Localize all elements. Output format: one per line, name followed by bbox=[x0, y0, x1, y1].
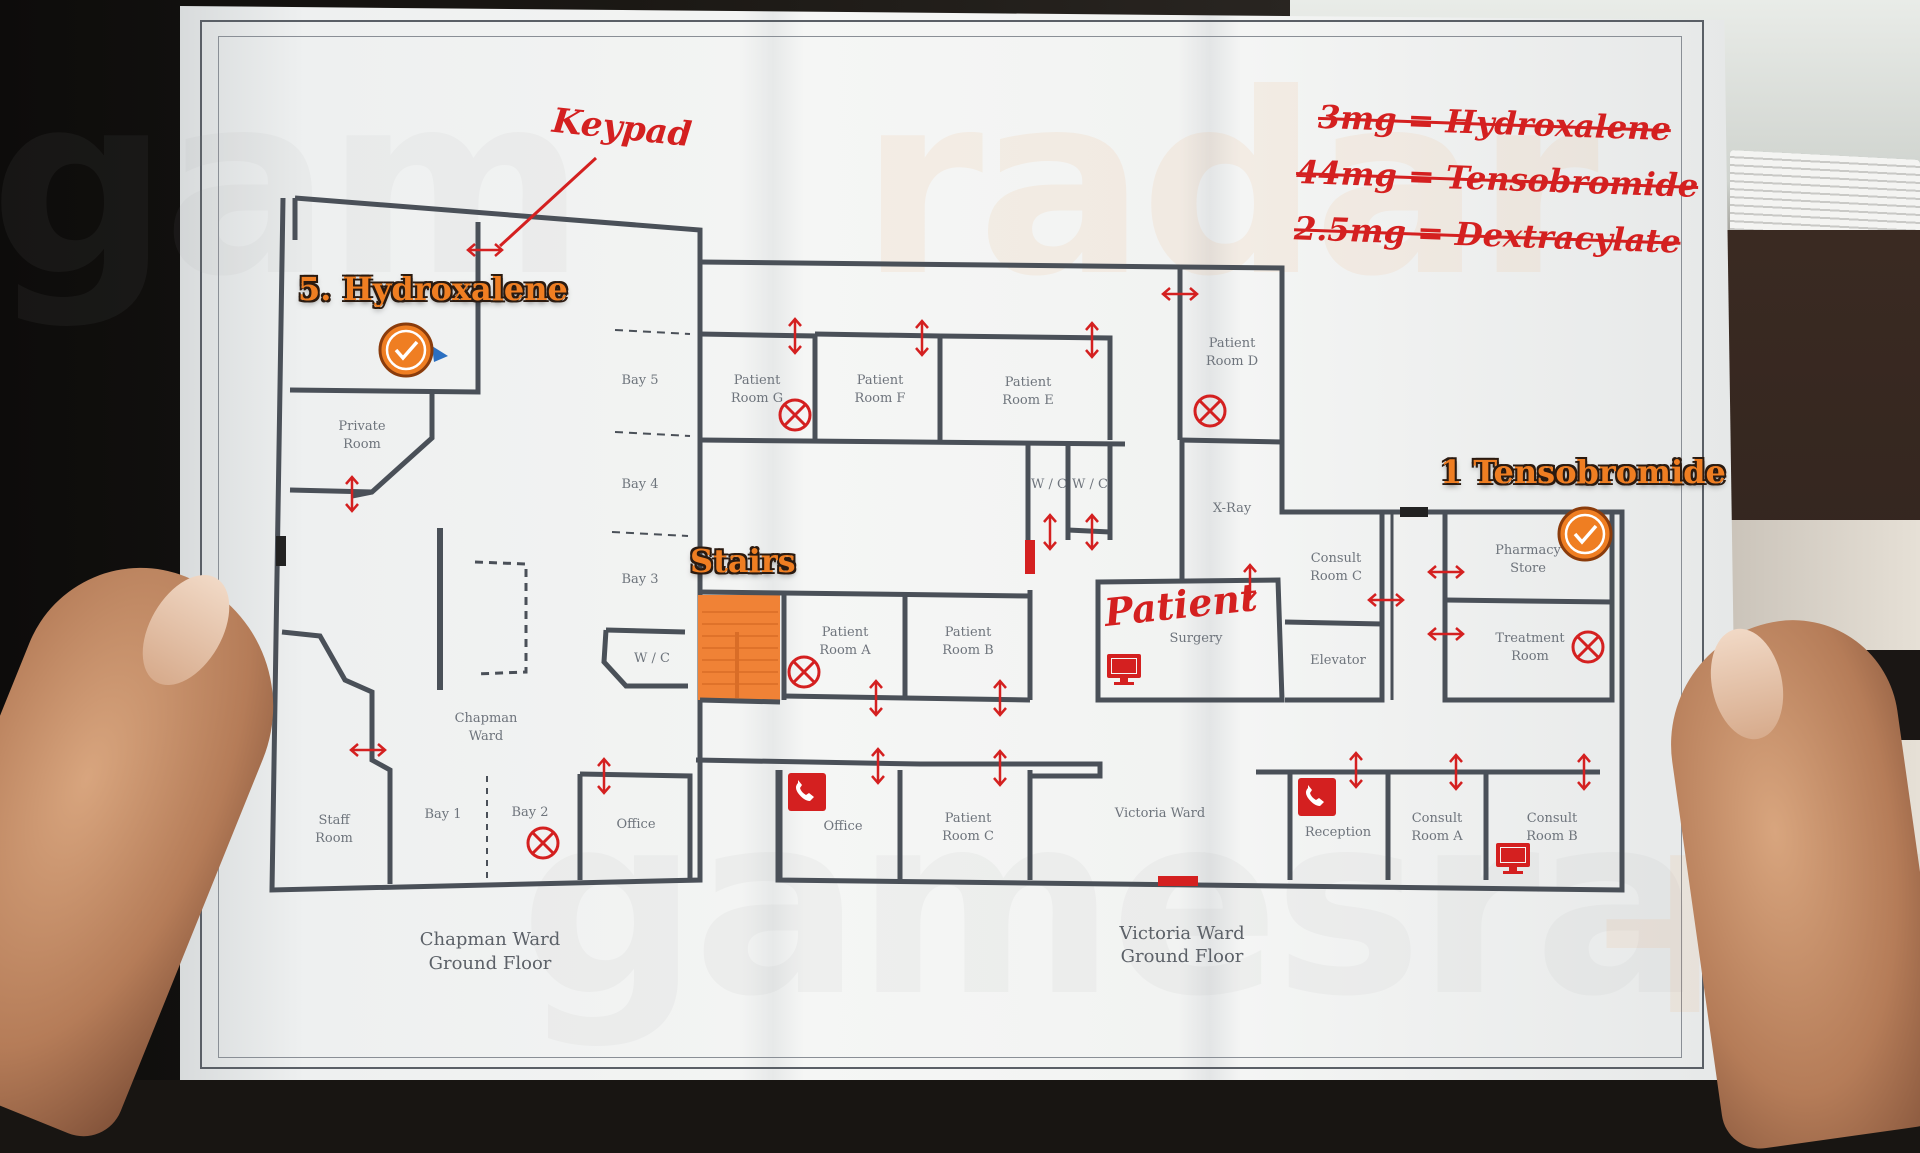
floor-label-victoria-2: Ground Floor bbox=[1121, 946, 1244, 967]
barrier-mark-victoria bbox=[1158, 876, 1198, 886]
label-pharmacy-2: Store bbox=[1510, 561, 1546, 576]
label-office-left: Office bbox=[616, 817, 655, 832]
double-arrow-icon bbox=[992, 749, 1008, 787]
red-crossed-circle-icon bbox=[526, 826, 560, 860]
label-chapman-ward-2: Ward bbox=[469, 729, 504, 744]
phone-icon bbox=[1298, 778, 1336, 816]
label-patient-a-1: Patient bbox=[822, 625, 869, 640]
label-bay-4: Bay 4 bbox=[621, 477, 658, 492]
label-wc-1: W / C bbox=[1031, 477, 1067, 492]
label-treatment-2: Room bbox=[1511, 649, 1549, 664]
door-arrows bbox=[344, 242, 1592, 795]
floor-label-chapman-2: Ground Floor bbox=[429, 953, 552, 974]
label-patient-c-2: Room C bbox=[942, 829, 994, 844]
label-patient-f-2: Room F bbox=[855, 391, 906, 406]
double-arrow-icon bbox=[870, 747, 886, 785]
label-patient-d-1: Patient bbox=[1209, 336, 1256, 351]
label-wc-2: W / C bbox=[1072, 477, 1108, 492]
room-labels: Private Room Bay 5 Bay 4 Bay 3 Chapman W… bbox=[315, 336, 1578, 846]
label-pharmacy-1: Pharmacy bbox=[1495, 543, 1561, 558]
locked-door-mark-right bbox=[1400, 507, 1428, 517]
red-crossed-circle-icon bbox=[1571, 630, 1605, 664]
label-elevator: Elevator bbox=[1310, 653, 1366, 668]
label-consult-c-2: Room C bbox=[1310, 569, 1362, 584]
label-bay-5: Bay 5 bbox=[621, 373, 658, 388]
callout-stairs: Stairs bbox=[690, 542, 796, 580]
label-consult-b-1: Consult bbox=[1527, 811, 1578, 826]
double-arrow-icon bbox=[349, 742, 387, 758]
double-arrow-icon bbox=[1042, 513, 1058, 551]
locked-door-mark-left bbox=[276, 536, 286, 566]
callout-hydroxalene: 5. Hydroxalene bbox=[298, 270, 568, 308]
label-consult-c-1: Consult bbox=[1311, 551, 1362, 566]
label-private-room-2: Room bbox=[343, 437, 381, 452]
label-staff-room-1: Staff bbox=[318, 813, 351, 828]
label-treatment-1: Treatment bbox=[1495, 631, 1565, 646]
label-patient-e-2: Room E bbox=[1002, 393, 1053, 408]
double-arrow-icon bbox=[466, 242, 504, 258]
label-patient-b-1: Patient bbox=[945, 625, 992, 640]
label-patient-g-1: Patient bbox=[734, 373, 781, 388]
label-bay-1: Bay 1 bbox=[424, 807, 461, 822]
label-chapman-ward-1: Chapman bbox=[455, 711, 518, 726]
label-patient-e-1: Patient bbox=[1005, 375, 1052, 390]
watermark-top-left: gam bbox=[0, 40, 586, 331]
label-bay-3: Bay 3 bbox=[621, 572, 658, 587]
label-patient-g-2: Room G bbox=[731, 391, 783, 406]
barrier-mark-wc bbox=[1025, 540, 1035, 574]
label-private-room-1: Private bbox=[338, 419, 385, 434]
keypad-pointer-line bbox=[498, 156, 598, 248]
callout-tensobromide: 1 Tensobromide bbox=[1440, 453, 1726, 491]
watermark-top-mid: radar bbox=[860, 40, 1599, 331]
label-patient-d-2: Room D bbox=[1206, 354, 1258, 369]
red-crossed-circle-icon bbox=[778, 398, 812, 432]
label-victoria-ward: Victoria Ward bbox=[1114, 806, 1205, 821]
label-consult-a-1: Consult bbox=[1412, 811, 1463, 826]
stairs-steps bbox=[702, 611, 778, 698]
label-patient-a-2: Room A bbox=[819, 643, 871, 658]
label-patient-f-1: Patient bbox=[857, 373, 904, 388]
red-crossed-circle-icon bbox=[787, 655, 821, 689]
floor-label-chapman-1: Chapman Ward bbox=[420, 929, 561, 950]
computer-terminal-icon bbox=[1107, 654, 1141, 685]
label-wc-left: W / C bbox=[634, 651, 670, 666]
red-crossed-circle-icon bbox=[1193, 394, 1227, 428]
label-x-ray: X-Ray bbox=[1213, 501, 1252, 516]
label-patient-b-2: Room B bbox=[942, 643, 993, 658]
double-arrow-icon bbox=[1367, 592, 1405, 608]
label-staff-room-2: Room bbox=[315, 831, 353, 846]
label-consult-b-2: Room B bbox=[1526, 829, 1577, 844]
orange-check-marker-icon bbox=[1557, 506, 1613, 562]
computer-terminal-icon bbox=[1496, 843, 1530, 874]
label-consult-a-2: Room A bbox=[1411, 829, 1463, 844]
map-walls bbox=[269, 195, 1625, 893]
label-reception: Reception bbox=[1305, 825, 1372, 840]
floor-plan: Private Room Bay 5 Bay 4 Bay 3 Chapman W… bbox=[269, 156, 1625, 974]
label-office-mid: Office bbox=[823, 819, 862, 834]
orange-check-marker-icon bbox=[378, 322, 448, 378]
label-patient-c-1: Patient bbox=[945, 811, 992, 826]
floor-label-victoria-1: Victoria Ward bbox=[1118, 923, 1244, 944]
phone-icon bbox=[788, 773, 826, 811]
label-surgery: Surgery bbox=[1169, 631, 1223, 646]
label-bay-2: Bay 2 bbox=[511, 805, 548, 820]
